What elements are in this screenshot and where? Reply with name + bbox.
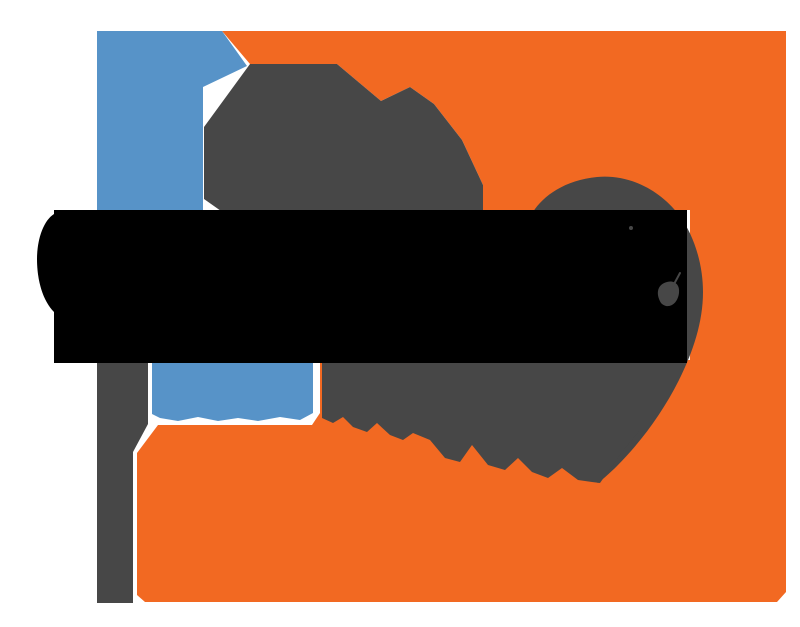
blue-letterform-top xyxy=(97,31,247,210)
gray-leaf-detail xyxy=(657,281,680,307)
gray-mountain-letterform xyxy=(204,64,483,211)
gray-letterform-bottoms xyxy=(322,360,640,483)
orange-swoosh-shape xyxy=(137,31,786,602)
gray-leaf-stem xyxy=(672,272,681,287)
gray-dot-detail xyxy=(629,226,633,230)
gray-stem-letterform xyxy=(97,360,148,603)
redaction-bar xyxy=(54,210,687,363)
black-letterform-edge xyxy=(37,214,54,312)
blue-letterform-bottoms xyxy=(152,360,313,421)
